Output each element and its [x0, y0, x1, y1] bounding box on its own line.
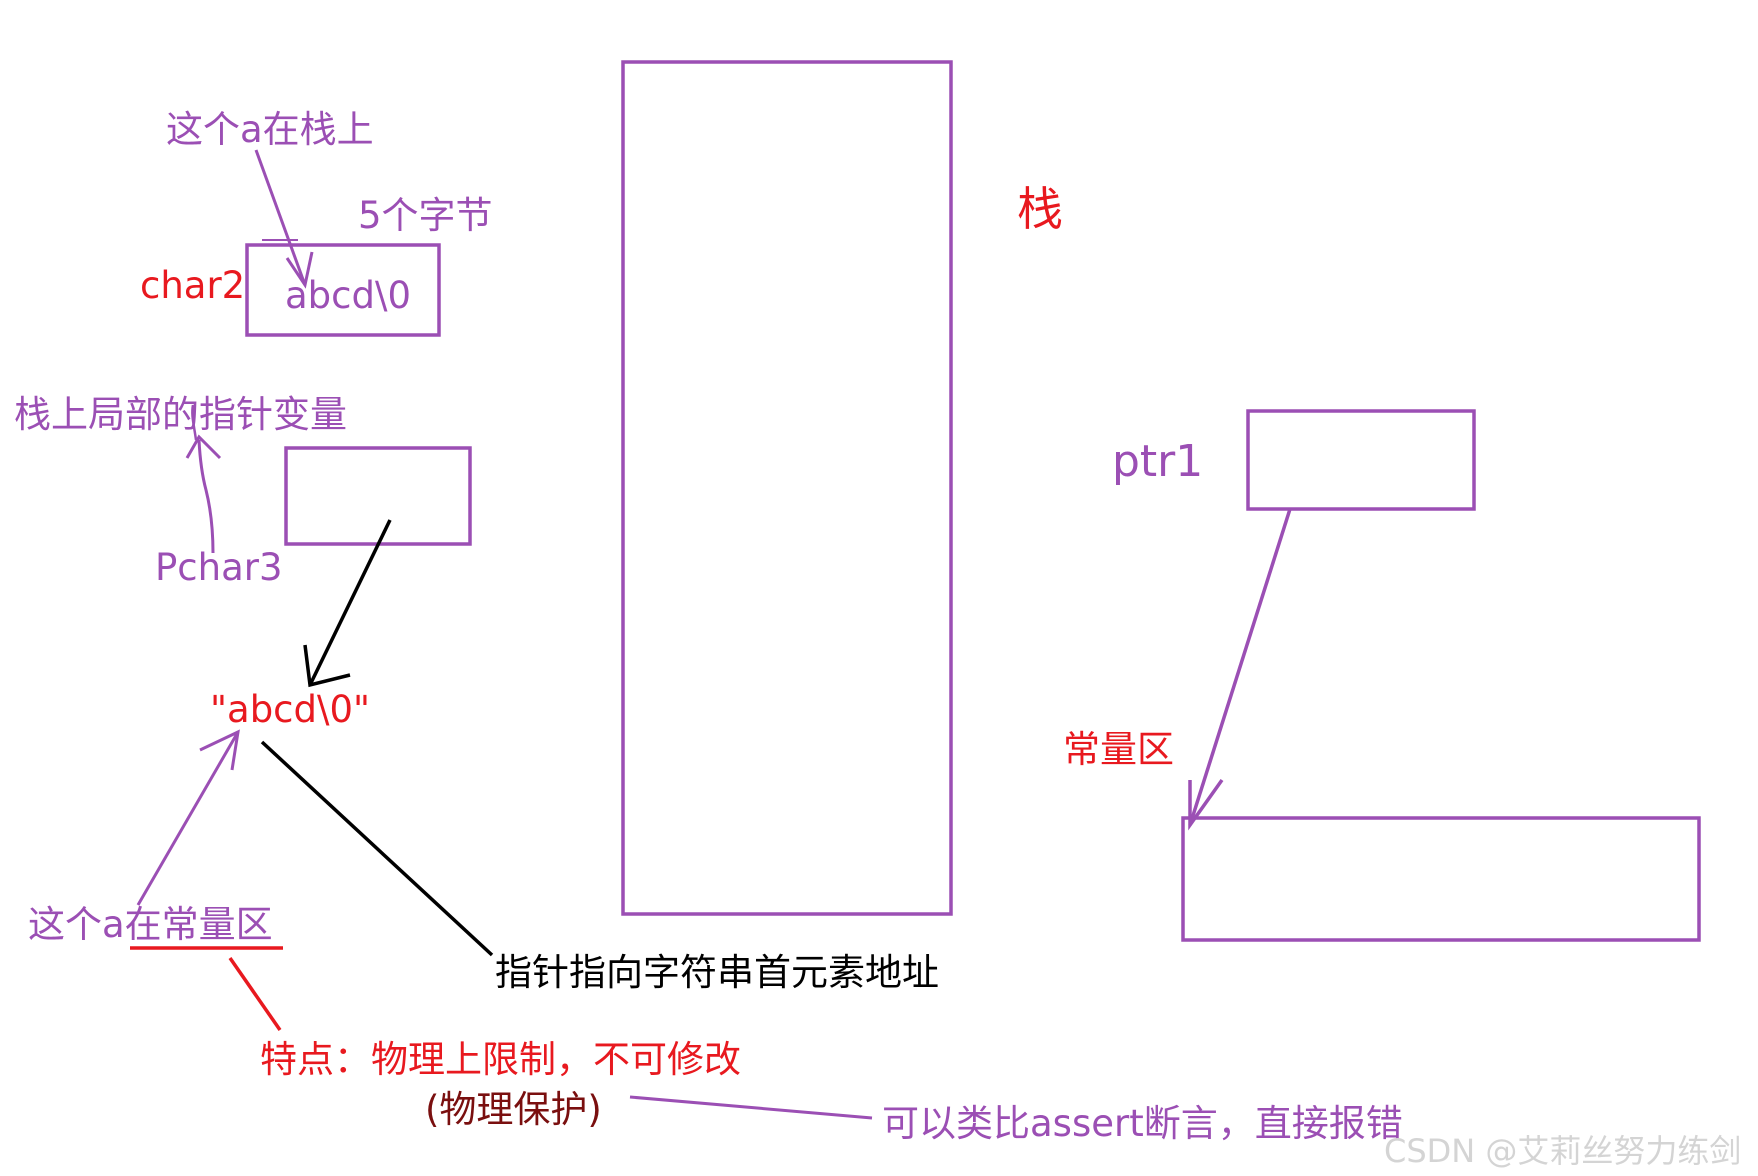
arrow-pointer-black: [303, 519, 392, 688]
ptr1-box: [1246, 409, 1476, 511]
line-pointer-desc: [260, 740, 494, 957]
watermark: CSDN @艾莉丝努力练剑: [1384, 1132, 1741, 1170]
label-char2: char2: [140, 264, 245, 307]
arrow-a-in-const: [136, 729, 240, 906]
label-pointer-desc: 指针指向字符串首元素地址: [495, 951, 939, 994]
label-five-bytes: 5个字节: [358, 194, 493, 237]
label-assert-analogy: 可以类比assert断言，直接报错: [882, 1102, 1403, 1145]
label-a-in-const-area: 这个a在常量区: [28, 903, 273, 946]
label-feature: 特点：物理上限制，不可修改: [260, 1038, 741, 1081]
label-const-string: "abcd\0": [210, 688, 370, 731]
label-const-area: 常量区: [1063, 728, 1174, 771]
label-stack: 栈: [1017, 182, 1063, 236]
label-char2-value: abcd\0: [285, 274, 411, 317]
const-area-box: [1181, 816, 1701, 942]
line-to-feature: [228, 957, 282, 1031]
label-ptr1: ptr1: [1112, 436, 1203, 487]
arrow-a-on-stack: [254, 149, 314, 289]
label-a-on-stack: 这个a在栈上: [166, 108, 374, 151]
stack-box: [621, 60, 953, 916]
label-physical-protect: (物理保护): [425, 1088, 602, 1131]
arrow-ptr1: [1188, 508, 1292, 831]
line-to-assert: [629, 1095, 873, 1120]
pchar3-box: [284, 446, 472, 546]
arrow-pchar3: [185, 404, 222, 554]
label-pchar3: Pchar3: [155, 546, 283, 589]
label-local-pointer: 栈上局部的指针变量: [14, 393, 347, 436]
char2-box: [245, 243, 441, 337]
